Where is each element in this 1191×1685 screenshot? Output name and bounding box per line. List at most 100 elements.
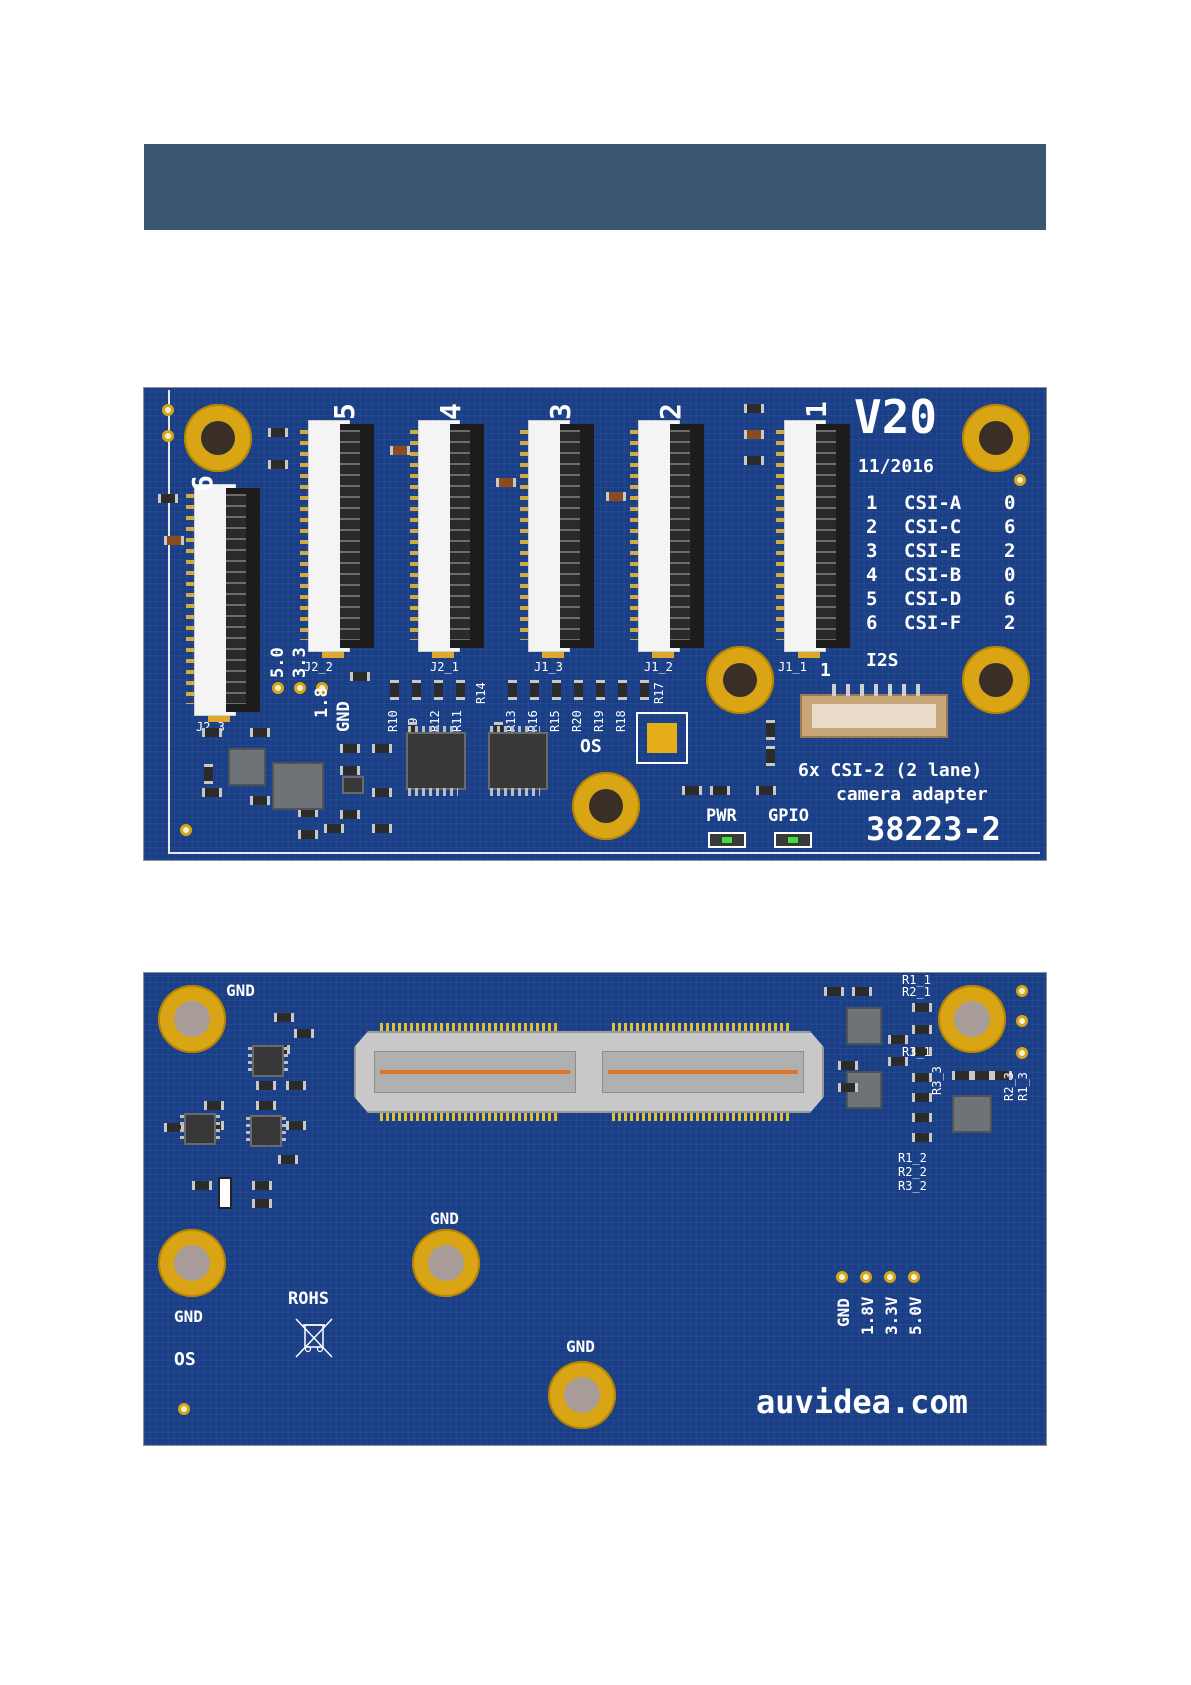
pcb-top-view: 6 5 4 3 2 1 J2_3 J2_2 J2_1 J1_3 J1_2 J1_… bbox=[144, 388, 1046, 860]
via bbox=[884, 1271, 896, 1283]
voltage-label: 1.8 bbox=[312, 687, 332, 718]
connector-ref: J2_2 bbox=[304, 660, 333, 674]
pwr-led bbox=[708, 832, 746, 848]
via bbox=[162, 404, 174, 416]
channel-map-row: 3 CSI-E 2 bbox=[866, 540, 1026, 564]
capacitor bbox=[350, 672, 370, 681]
channel-value: 6 bbox=[1004, 588, 1016, 610]
connector-pins bbox=[380, 1113, 560, 1121]
i2s-pin1-marker: 1 bbox=[820, 660, 831, 681]
connector-number-2: 2 bbox=[654, 403, 687, 420]
connector-ref: J1_1 bbox=[778, 660, 807, 674]
capacitor bbox=[298, 808, 318, 817]
small-chip bbox=[220, 1179, 230, 1207]
resistor bbox=[912, 1003, 932, 1012]
ic-chip bbox=[490, 734, 546, 788]
connector-ref: J1_2 bbox=[644, 660, 673, 674]
via bbox=[1014, 474, 1026, 486]
channel-number: 2 bbox=[866, 516, 878, 538]
connector-number-4: 4 bbox=[434, 403, 467, 420]
voltage-label: 5.0V bbox=[906, 1296, 925, 1335]
ic-chip bbox=[408, 734, 464, 788]
capacitor bbox=[294, 1029, 314, 1038]
gnd-label: GND bbox=[174, 1307, 203, 1326]
channel-value: 6 bbox=[1004, 516, 1016, 538]
via bbox=[294, 682, 306, 694]
camera-connector-3 bbox=[520, 420, 596, 658]
connector-ref: J1_3 bbox=[534, 660, 563, 674]
board-version: V20 bbox=[854, 390, 938, 444]
via bbox=[180, 824, 192, 836]
voltage-label: 3.3V bbox=[882, 1296, 901, 1335]
resistor bbox=[390, 680, 399, 700]
channel-value: 0 bbox=[1004, 564, 1016, 586]
capacitor bbox=[204, 1101, 224, 1110]
channel-csi: CSI-D bbox=[904, 588, 962, 610]
led-label-pwr: PWR bbox=[706, 806, 737, 826]
resistor bbox=[852, 987, 872, 996]
capacitor bbox=[250, 728, 270, 737]
capacitor bbox=[268, 460, 288, 469]
channel-number: 5 bbox=[866, 588, 878, 610]
capacitor bbox=[202, 788, 222, 797]
via bbox=[836, 1271, 848, 1283]
ic-chip bbox=[252, 1117, 280, 1145]
resistor-ref: R3_1 bbox=[902, 1045, 931, 1059]
resistor bbox=[912, 1133, 932, 1142]
channel-csi: CSI-F bbox=[904, 612, 962, 634]
resistor bbox=[912, 1113, 932, 1122]
channel-number: 4 bbox=[866, 564, 878, 586]
ic-pins bbox=[408, 726, 458, 734]
capacitor bbox=[278, 1155, 298, 1164]
channel-number: 3 bbox=[866, 540, 878, 562]
capacitor bbox=[744, 404, 764, 413]
capacitor bbox=[766, 746, 775, 766]
voltage-label: GND bbox=[834, 1298, 853, 1327]
resistor bbox=[552, 680, 561, 700]
capacitor bbox=[756, 786, 776, 795]
camera-connector-1 bbox=[776, 420, 852, 658]
resistor bbox=[640, 680, 649, 700]
resistor bbox=[434, 680, 443, 700]
via bbox=[860, 1271, 872, 1283]
resistor-ref: R2_3 bbox=[1002, 1072, 1016, 1101]
resistor bbox=[912, 1093, 932, 1102]
camera-connector-2 bbox=[630, 420, 706, 658]
connector-number-3: 3 bbox=[544, 403, 577, 420]
capacitor bbox=[324, 824, 344, 833]
channel-number: 1 bbox=[866, 492, 878, 514]
regulator-chip bbox=[230, 750, 264, 784]
regulator-chip bbox=[274, 764, 322, 808]
channel-value: 0 bbox=[1004, 492, 1016, 514]
via bbox=[162, 430, 174, 442]
resistor bbox=[912, 1025, 932, 1034]
capacitor bbox=[274, 1013, 294, 1022]
resistor bbox=[952, 1071, 972, 1080]
connector-number-6: 6 bbox=[186, 475, 219, 492]
capacitor bbox=[744, 430, 764, 439]
via bbox=[908, 1271, 920, 1283]
resistor bbox=[888, 1057, 908, 1066]
mounting-hole bbox=[572, 772, 640, 840]
resistor-ref: R1_2 bbox=[898, 1151, 927, 1165]
resistor-ref: R17 bbox=[652, 682, 666, 704]
resistor-ref: R20 bbox=[570, 710, 584, 732]
capacitor bbox=[286, 1121, 306, 1130]
capacitor bbox=[710, 786, 730, 795]
connector-number-5: 5 bbox=[328, 403, 361, 420]
channel-csi: CSI-B bbox=[904, 564, 962, 586]
capacitor bbox=[766, 720, 775, 740]
i2s-connector bbox=[800, 684, 948, 738]
channel-value: 2 bbox=[1004, 540, 1016, 562]
via bbox=[178, 1403, 190, 1415]
resistor bbox=[912, 1073, 932, 1082]
mounting-hole bbox=[706, 646, 774, 714]
ic-pins bbox=[490, 788, 540, 796]
connector-number-1: 1 bbox=[800, 401, 833, 418]
capacitor bbox=[286, 1081, 306, 1090]
connector-pins bbox=[612, 1113, 792, 1121]
pcb-bottom-view: GND GND GND GND bbox=[144, 973, 1046, 1445]
resistor-ref: R2_2 bbox=[898, 1165, 927, 1179]
channel-number: 6 bbox=[866, 612, 878, 634]
resistor bbox=[530, 680, 539, 700]
